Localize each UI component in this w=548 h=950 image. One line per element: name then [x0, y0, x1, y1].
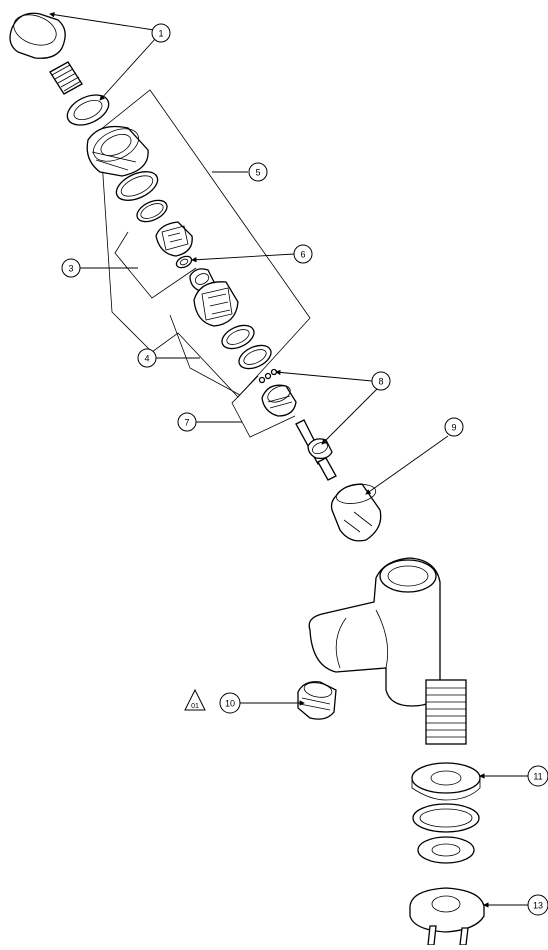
callout-10-label: 10 [225, 699, 235, 709]
callout-8: 8 [371, 371, 391, 391]
cap-part [9, 12, 66, 59]
washer-part-12 [417, 836, 475, 864]
group-5-outline [99, 89, 311, 398]
shroud-part [330, 483, 382, 542]
callout-6: 6 [293, 244, 313, 264]
callout-10: 10 [219, 692, 241, 714]
callout-1: 1 [151, 23, 171, 43]
callout-7: 7 [177, 412, 197, 432]
spindle-shaft-part [295, 419, 337, 481]
callout-1-label: 1 [158, 29, 163, 39]
headwork-housing-part [86, 125, 149, 177]
callout-11-label: 11 [533, 772, 542, 782]
callout-8-label: 8 [378, 377, 383, 387]
tap-body-part [308, 557, 441, 707]
callout-5: 5 [248, 162, 268, 182]
callout-3: 3 [61, 258, 81, 278]
callout-4-label: 4 [144, 354, 149, 364]
spindle-head-part [261, 384, 297, 417]
revision-mark: 01 [184, 688, 206, 711]
ring-part-1 [66, 94, 110, 126]
revision-mark-label: 01 [191, 703, 199, 710]
group-3-bracket [114, 231, 197, 299]
washer-part-6 [175, 255, 193, 269]
backnut-part [409, 887, 485, 946]
callout-9-label: 9 [451, 423, 456, 433]
spring-part [49, 61, 83, 95]
group-7-bracket [231, 375, 296, 438]
callout-4: 4 [137, 348, 157, 368]
callout-6-label: 6 [300, 250, 305, 260]
callout-11: 11 [527, 765, 548, 787]
o-ring-upper-1 [115, 171, 159, 201]
callout-3-label: 3 [68, 264, 73, 274]
o-ring-base [412, 803, 480, 833]
cartridge-lower-part [193, 281, 239, 327]
washer-part-11 [411, 762, 481, 801]
cartridge-upper-part [155, 221, 193, 257]
callout-13: 13 [527, 894, 548, 916]
callout-5-label: 5 [255, 168, 260, 178]
callout-13-label: 13 [533, 901, 543, 911]
callout-9: 9 [444, 417, 464, 437]
o-ring-lower-1 [221, 324, 255, 350]
o-ring-upper-2 [136, 199, 168, 223]
group-4-bracket [169, 314, 241, 396]
threaded-shank-part [425, 679, 467, 745]
clip-parts-8 [258, 368, 278, 384]
o-ring-lower-2 [238, 344, 272, 370]
aerator-part [297, 681, 337, 720]
callout-7-label: 7 [184, 418, 189, 428]
